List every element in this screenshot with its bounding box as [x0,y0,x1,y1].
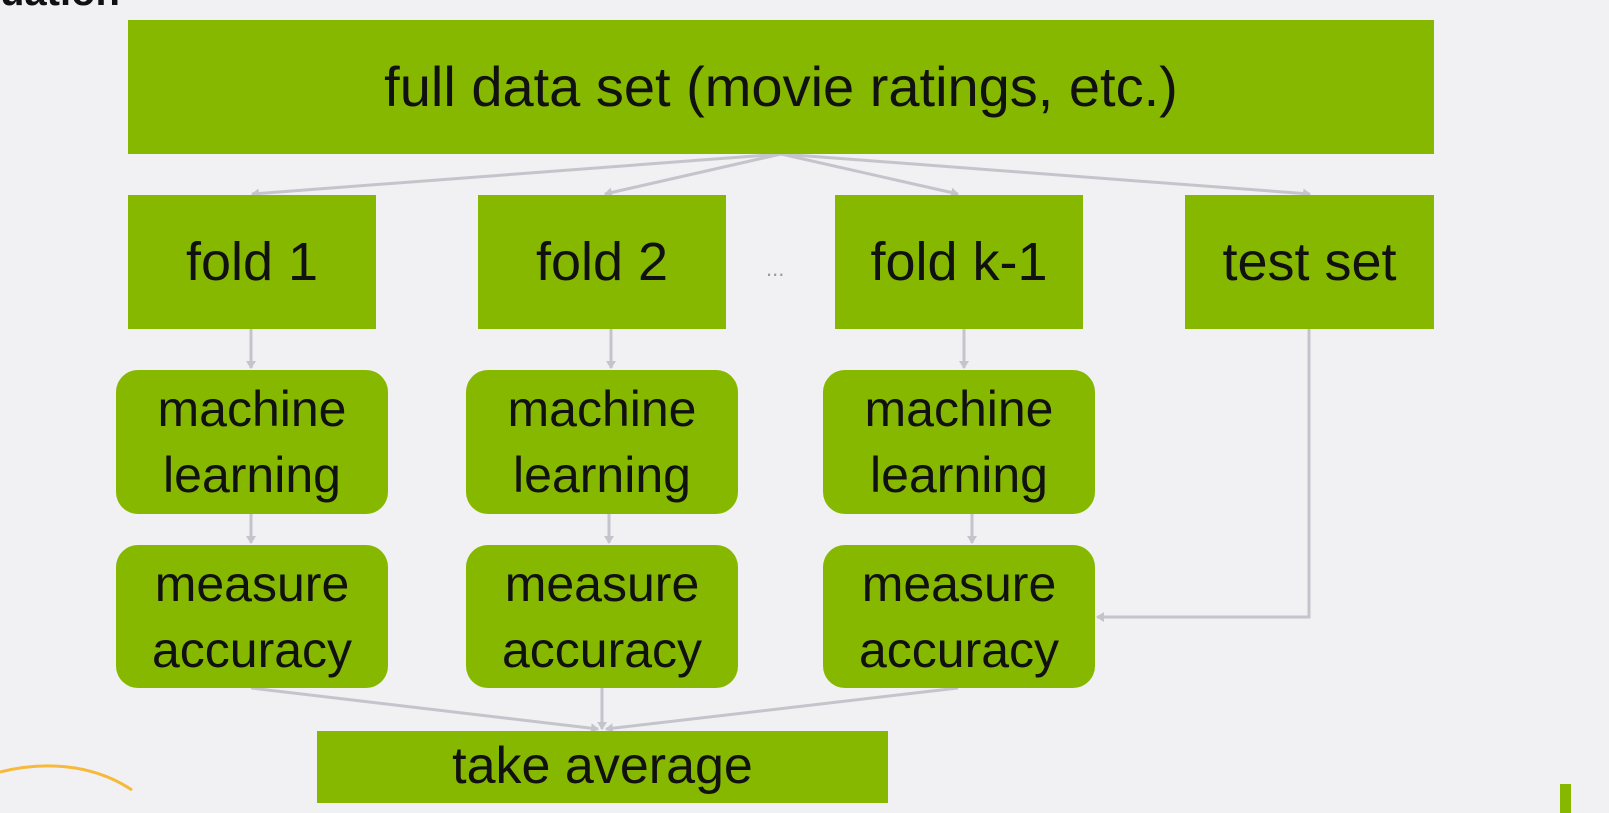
take-average-box: take average [317,731,888,803]
machine-learning-box-2: machine learning [466,370,738,514]
ml-3-line2: learning [870,447,1048,503]
acc-2-line1: measure [504,555,700,612]
ml-1-line2: learning [163,447,341,503]
ml-1-line1: machine [157,381,347,437]
acc-1-line1: measure [154,555,350,612]
fold-2-label: fold 2 [535,232,669,292]
arrow-testset-to-acc [1096,329,1311,622]
fold-k-1-label: fold k-1 [870,232,1048,292]
fold-2-box: fold 2 [478,195,726,329]
test-set-box: test set [1185,195,1434,329]
take-average-label: take average [452,737,753,796]
machine-learning-box-3: machine learning [823,370,1095,514]
arrow-full-to-fold1 [251,152,782,199]
green-accent-bar [1560,784,1571,813]
ml-2-line2: learning [513,447,691,503]
slide-title-fragment: uation [0,0,120,15]
full-data-set-label: full data set (movie ratings, etc.) [384,55,1178,119]
arrow-acc1-to-average [250,686,599,734]
ellipsis: ... [766,256,785,281]
ml-3-line1: machine [864,381,1054,437]
fold-1-label: fold 1 [185,232,319,292]
arrow-full-to-testset [780,152,1311,199]
acc-3-line1: measure [861,555,1057,612]
acc-1-line2: accuracy [151,621,353,678]
measure-accuracy-box-2: measure accuracy [466,545,738,688]
ml-2-line1: machine [507,381,697,437]
measure-accuracy-box-3: measure accuracy [823,545,1095,688]
fold-1-box: fold 1 [128,195,376,329]
arrow-acc3-to-average [605,686,959,734]
arrow-full-to-foldk1 [780,152,959,198]
orange-swoosh-decoration [0,764,133,792]
full-data-set-box: full data set (movie ratings, etc.) [128,20,1434,154]
machine-learning-box-1: machine learning [116,370,388,514]
arrow-full-to-fold2 [604,152,782,198]
test-set-label: test set [1222,232,1397,292]
acc-2-line2: accuracy [501,621,703,678]
acc-3-line2: accuracy [858,621,1060,678]
measure-accuracy-box-1: measure accuracy [116,545,388,688]
fold-k-1-box: fold k-1 [835,195,1083,329]
